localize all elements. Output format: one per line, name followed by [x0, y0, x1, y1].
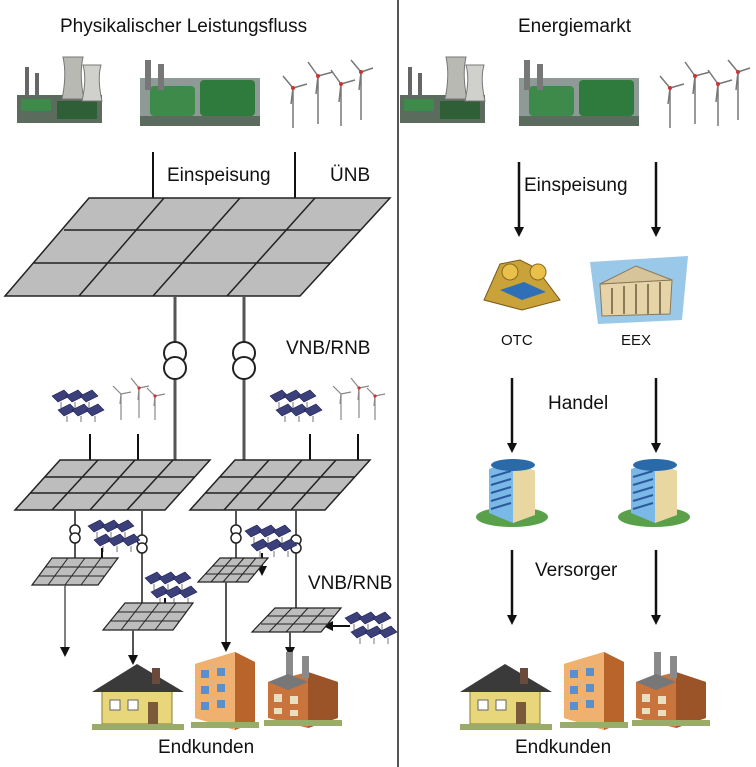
right-title: Energiemarkt: [518, 16, 631, 37]
lv-grid-2: [101, 602, 195, 631]
solar-panels-icon-1: [51, 389, 105, 423]
wind-farm-icon-market: [659, 59, 751, 129]
left-feed-in-label: Einspeisung: [167, 165, 271, 186]
coal-plant-icon-market: [399, 56, 486, 124]
apartment-icon: [191, 652, 259, 730]
transformer-1: [163, 341, 187, 380]
tso-label: ÜNB: [330, 165, 371, 186]
supplier-label: Versorger: [535, 560, 618, 581]
factory-icon-market: [632, 652, 710, 728]
eex-building-icon: [590, 256, 688, 324]
gas-plant-icon: [140, 60, 260, 126]
solar-panels-icon-3: [87, 519, 141, 553]
trade-label: Handel: [548, 393, 609, 414]
wind-turbines-icon-1: [112, 377, 166, 421]
factory-icon: [264, 652, 342, 728]
transformer-2: [232, 341, 256, 380]
solar-panels-icon-6: [344, 611, 398, 645]
coal-plant-icon: [16, 56, 103, 124]
transmission-grid: [3, 197, 392, 297]
lv-grid-3: [196, 557, 270, 583]
eex-label: EEX: [621, 332, 652, 349]
lv-grid-4: [250, 607, 343, 633]
dso-upper-label: VNB/RNB: [286, 338, 371, 359]
solar-panels-icon-2: [269, 389, 323, 423]
wind-farm-icon: [282, 59, 374, 129]
gas-plant-icon-market: [519, 60, 639, 126]
otc-label: OTC: [501, 332, 533, 349]
left-title: Physikalischer Leistungsfluss: [60, 16, 308, 37]
left-end-customers-label: Endkunden: [158, 737, 255, 758]
lv-grid-1: [30, 557, 120, 586]
supplier-office-icon-1: [475, 458, 549, 528]
wind-turbines-icon-2: [332, 377, 386, 421]
apartment-icon-market: [560, 652, 628, 730]
house-icon: [91, 663, 185, 731]
distribution-grid-2: [188, 459, 372, 511]
solar-panels-icon-4: [244, 524, 298, 558]
right-end-customers-label: Endkunden: [515, 737, 612, 758]
house-icon-market: [459, 663, 553, 731]
solar-panels-icon-5: [144, 571, 198, 605]
otc-handshake-icon: [483, 259, 561, 311]
right-feed-in-label: Einspeisung: [524, 175, 628, 196]
supplier-office-icon-2: [617, 458, 691, 528]
distribution-grid-1: [13, 459, 212, 511]
dso-lower-label: VNB/RNB: [308, 573, 393, 594]
